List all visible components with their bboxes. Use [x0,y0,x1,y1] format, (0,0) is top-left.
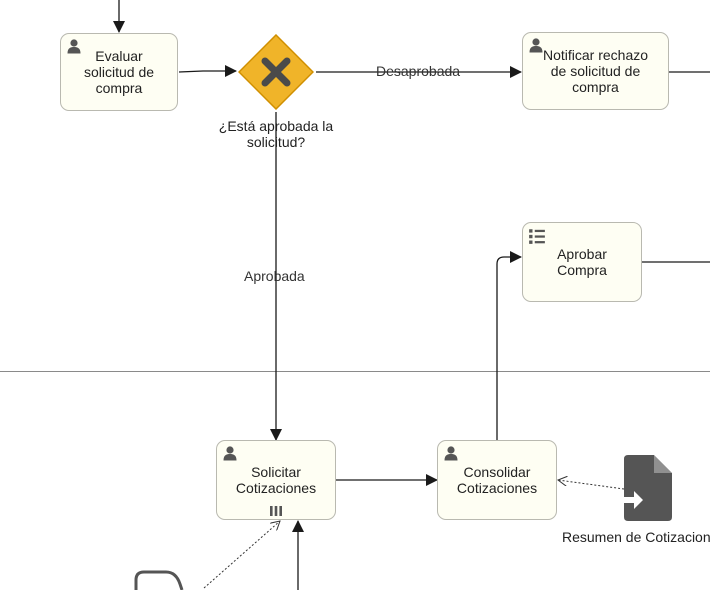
data-store-partial[interactable] [134,570,184,590]
gateway-label: ¿Está aprobada la solicitud? [218,118,334,150]
task-aprobar-compra[interactable]: Aprobar Compra [522,222,642,302]
task-notificar-rechazo[interactable]: Notificar rechazo de solicitud de compra [522,32,669,110]
sequence-flow-consolidar-aprobar[interactable] [496,251,522,440]
exclusive-x-icon [261,57,291,87]
user-icon [223,446,237,461]
task-label: Notificar rechazo de solicitud de compra [542,47,649,95]
document-input-icon[interactable] [624,455,672,521]
list-icon [529,229,545,244]
task-solicitar-cotizaciones[interactable]: Solicitar Cotizaciones [216,440,336,520]
data-association-to-solicitar[interactable] [203,521,280,589]
user-icon [444,446,458,461]
flow-label-desaprobada: Desaprobada [376,63,461,79]
data-association-resumen[interactable] [558,480,625,490]
user-icon [529,38,543,53]
exclusive-gateway[interactable] [238,34,314,110]
task-label: Aprobar Compra [557,246,607,278]
flow-label-aprobada: Aprobada [244,268,305,284]
task-label: Consolidar Cotizaciones [456,464,538,496]
task-consolidar-cotizaciones[interactable]: Consolidar Cotizaciones [437,440,557,520]
parallel-multi-instance-icon [270,506,282,516]
task-evaluar-solicitud[interactable]: Evaluar solicitud de compra [60,33,178,111]
task-label: Evaluar solicitud de compra [83,48,155,96]
task-label: Solicitar Cotizaciones [235,464,317,496]
data-object-label: Resumen de Cotizaciones [562,529,710,545]
sequence-flow-evaluar-gateway[interactable] [178,65,237,77]
user-icon [67,39,81,54]
